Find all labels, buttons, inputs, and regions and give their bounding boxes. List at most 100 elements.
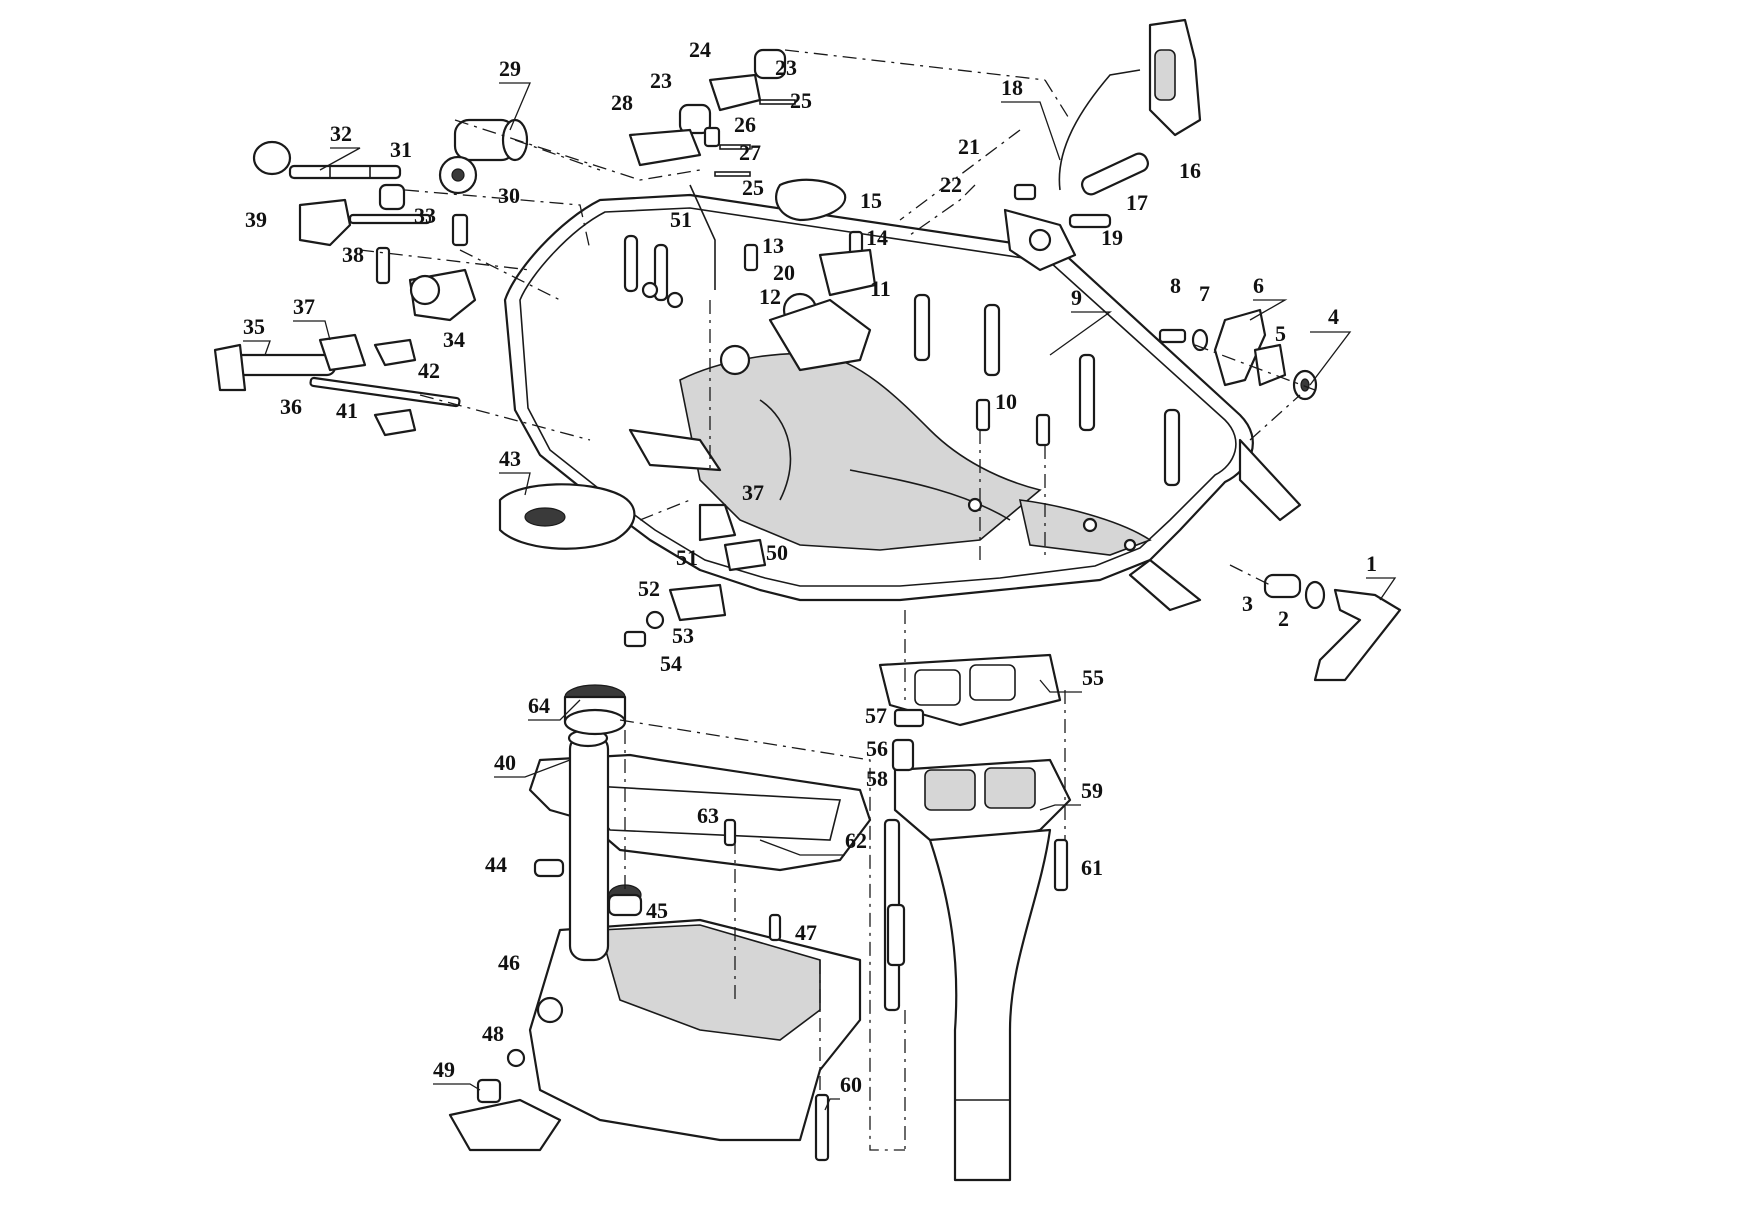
callout-11: 11 xyxy=(870,276,891,301)
callout-51a: 51 xyxy=(670,207,692,232)
callout-6: 6 xyxy=(1253,273,1264,298)
callout-27: 27 xyxy=(739,140,761,165)
callout-32: 32 xyxy=(330,121,352,146)
callout-44: 44 xyxy=(485,852,507,877)
bolt-54 xyxy=(623,630,647,648)
callout-40: 40 xyxy=(494,750,516,775)
callout-39: 39 xyxy=(245,207,267,232)
callout-59: 59 xyxy=(1081,778,1103,803)
callout-57: 57 xyxy=(865,703,887,728)
callout-31: 31 xyxy=(390,137,412,162)
callout-52: 52 xyxy=(638,576,660,601)
washer-48 xyxy=(506,1048,526,1068)
link-rod xyxy=(309,376,461,408)
washer-57 xyxy=(893,708,925,728)
tray-post xyxy=(623,234,1181,487)
callout-7: 7 xyxy=(1199,281,1210,306)
callout-37a: 37 xyxy=(293,294,315,319)
callout-58: 58 xyxy=(866,766,888,791)
callout-labels: 1 2 3 4 5 6 7 8 9 10 11 12 13 14 15 16 1… xyxy=(243,37,1377,1097)
bushing xyxy=(378,183,406,211)
callout-54: 54 xyxy=(660,651,682,676)
bolt-38 xyxy=(375,246,391,285)
callout-55: 55 xyxy=(1082,665,1104,690)
callout-26: 26 xyxy=(734,112,756,137)
callout-3: 3 xyxy=(1242,591,1253,616)
cam-23 xyxy=(678,48,787,135)
lower-cowling-tray xyxy=(503,193,1302,612)
callout-24: 24 xyxy=(689,37,711,62)
pin-63 xyxy=(723,818,737,847)
assembly-line xyxy=(359,49,1316,1151)
callout-2: 2 xyxy=(1278,606,1289,631)
callout-51b: 51 xyxy=(676,545,698,570)
plug-49 xyxy=(476,1078,502,1104)
exhaust-gasket xyxy=(878,653,1062,727)
callout-15: 15 xyxy=(860,188,882,213)
callout-49: 49 xyxy=(433,1057,455,1082)
link-bracket xyxy=(373,338,417,437)
bolt-61 xyxy=(1053,838,1069,892)
grommet-45 xyxy=(607,884,643,917)
plate-52 xyxy=(668,583,727,622)
bracket-50 xyxy=(723,538,767,572)
shift-housing xyxy=(408,268,477,322)
exhaust-guide xyxy=(893,758,1072,1182)
grommet xyxy=(438,155,478,195)
callout-25b: 25 xyxy=(742,175,764,200)
shift-rod xyxy=(252,140,402,180)
callout-56: 56 xyxy=(866,736,888,761)
pin-47 xyxy=(768,913,782,942)
plug-15 xyxy=(774,178,847,222)
callout-29: 29 xyxy=(499,56,521,81)
bracket-22 xyxy=(1003,208,1077,272)
cam-28 xyxy=(628,128,702,167)
leader-lines xyxy=(243,82,1397,1111)
washer-53 xyxy=(645,610,665,630)
oil-pan xyxy=(448,918,862,1152)
throttle-shaft xyxy=(213,343,337,392)
rubber-boot xyxy=(318,333,367,372)
callout-50: 50 xyxy=(766,540,788,565)
callout-42: 42 xyxy=(418,358,440,383)
callout-43: 43 xyxy=(499,446,521,471)
cable-bracket xyxy=(298,198,432,247)
boot-37 xyxy=(698,503,737,542)
callout-45: 45 xyxy=(646,898,668,923)
callout-10: 10 xyxy=(995,389,1017,414)
pin-25 xyxy=(714,99,796,177)
callout-46: 46 xyxy=(498,950,520,975)
bolt-33 xyxy=(451,213,469,247)
bolt-44 xyxy=(533,858,565,878)
callout-53: 53 xyxy=(672,623,694,648)
callout-36: 36 xyxy=(280,394,302,419)
callout-16: 16 xyxy=(1179,158,1201,183)
cable-18 xyxy=(1058,69,1141,191)
callout-34: 34 xyxy=(443,327,465,352)
bolt-10 xyxy=(975,398,1051,447)
bolt-8 xyxy=(1158,328,1187,344)
oil-strainer-pipe xyxy=(567,728,610,962)
callout-62: 62 xyxy=(845,828,867,853)
callout-19: 19 xyxy=(1101,225,1123,250)
callout-14: 14 xyxy=(866,225,888,250)
callout-63: 63 xyxy=(697,803,719,828)
lever-6 xyxy=(1213,308,1267,387)
callout-47: 47 xyxy=(795,920,817,945)
throttle-grip xyxy=(1148,18,1202,137)
callout-13: 13 xyxy=(762,233,784,258)
drive-shaft-tube xyxy=(883,818,906,1012)
cam-24 xyxy=(708,73,762,112)
clamp-21 xyxy=(1013,183,1037,201)
callout-12: 12 xyxy=(759,284,781,309)
callout-30: 30 xyxy=(498,183,520,208)
callout-48: 48 xyxy=(482,1021,504,1046)
callout-1: 1 xyxy=(1366,551,1377,576)
callout-41: 41 xyxy=(336,398,358,423)
bolt-60 xyxy=(814,1093,830,1162)
spring-19 xyxy=(1068,213,1112,229)
collar-56 xyxy=(891,738,915,772)
callout-21: 21 xyxy=(958,134,980,159)
callout-8: 8 xyxy=(1170,273,1181,298)
